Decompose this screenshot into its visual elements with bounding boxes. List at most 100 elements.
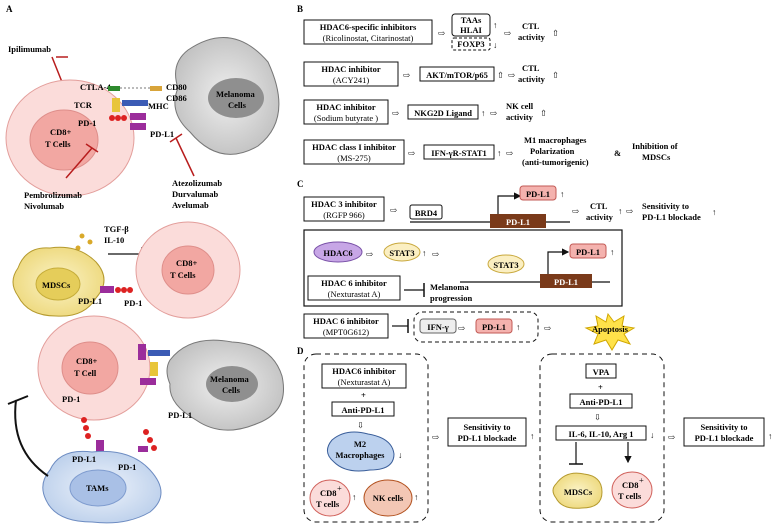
b-row3-title: HDAC inhibitor — [316, 102, 375, 112]
tgfb-label: TGF-β — [104, 224, 129, 234]
pembrolizumab-label: Pembrolizumab — [24, 190, 82, 200]
svg-text:⇨: ⇨ — [403, 70, 410, 80]
svg-text:↑: ↑ — [560, 189, 564, 199]
mhc-label: MHC — [148, 101, 169, 111]
d-cd8-sup: + — [337, 483, 342, 493]
atezolizumab-label: Atezolizumab — [172, 178, 222, 188]
c-row3-sub: (MPT0G612) — [323, 327, 369, 337]
c-row2-sub: (Nexturastat A) — [328, 289, 381, 299]
tcr-label: TCR — [74, 100, 93, 110]
pdl1-label-top: PD-L1 — [150, 129, 174, 139]
c-row1-title: HDAC 3 inhibitor — [311, 199, 377, 209]
il10-label: IL-10 — [104, 235, 124, 245]
c-apoptosis: Apoptosis — [592, 324, 629, 334]
c-hdac6-frame — [303, 229, 623, 307]
b-nkg2d: NKG2D Ligand — [414, 108, 472, 118]
b-ctl-2: CTL — [522, 63, 540, 73]
c-row3-box — [303, 313, 389, 339]
c-row2-box — [307, 275, 401, 301]
svg-text:⇨: ⇨ — [490, 108, 497, 118]
b-m1-2: Polarization — [530, 146, 575, 156]
c-melanoma-1: Melanoma — [430, 282, 469, 292]
tam-inhibit-arc — [14, 399, 49, 477]
pdl1-label-bottom: PD-L1 — [168, 410, 192, 420]
svg-text:↑: ↑ — [530, 431, 534, 441]
d-il6-box — [555, 425, 647, 441]
b-row2-sub: (ACY241) — [333, 75, 370, 85]
durvalumab-label: Durvalumab — [172, 189, 219, 199]
d-right-frame — [539, 353, 665, 523]
b-activity-3: activity — [506, 112, 534, 122]
svg-text:⇨: ⇨ — [508, 70, 515, 80]
c-stat3-2: STAT3 — [493, 260, 518, 270]
d-vpa: VPA — [593, 367, 611, 377]
panel-d-label: D — [297, 346, 304, 356]
d-mdscs: MDSCs — [564, 487, 593, 497]
d-r-anti: Anti-PD-L1 — [580, 397, 623, 407]
d-l-anti: Anti-PD-L1 — [342, 405, 385, 415]
c-ifng-box — [419, 318, 457, 334]
svg-text:↓: ↓ — [398, 450, 402, 460]
c-brd4-box — [409, 204, 443, 220]
c-stat3: STAT3 — [389, 248, 414, 258]
d-l-title: HDAC6 inhibitor — [332, 366, 396, 376]
svg-text:↑: ↑ — [712, 207, 716, 217]
svg-text:⇧: ⇧ — [552, 70, 559, 80]
tcr-receptor — [112, 98, 120, 112]
pd1-label-top: PD-1 — [78, 118, 96, 128]
c-row3-title: HDAC 6 inhibitor — [313, 316, 379, 326]
ctla4-receptor — [108, 86, 120, 91]
svg-text:⇩: ⇩ — [357, 420, 364, 430]
mhc-complex — [122, 100, 148, 106]
svg-text:↑: ↑ — [352, 492, 356, 502]
svg-text:↑: ↑ — [610, 247, 614, 257]
svg-text:⇨: ⇨ — [366, 249, 373, 259]
svg-text:⇧: ⇧ — [552, 28, 559, 38]
melanoma-cells-label-bottom: Cells — [222, 385, 241, 395]
c-pdl1-protein — [519, 185, 557, 201]
svg-text:↑: ↑ — [422, 248, 426, 258]
mdscs-label: MDSCs — [42, 280, 71, 290]
b-row2-box — [303, 61, 399, 87]
c-pdl1-gene-2 — [540, 274, 592, 288]
d-l-anti-box — [331, 401, 395, 417]
melanoma-top-nucleus — [208, 78, 264, 118]
b-row3-box — [303, 99, 389, 125]
b-row3-sub: (Sodium butyrate ) — [314, 113, 378, 123]
svg-text:↑: ↑ — [481, 108, 485, 118]
b-ifn-stat1: IFN-γR-STAT1 — [431, 148, 487, 158]
pd1-label-mdsc: PD-1 — [124, 298, 142, 308]
pdl1-label-mdsc: PD-L1 — [78, 296, 102, 306]
t-cells-label-top: T Cells — [45, 139, 71, 149]
svg-text:⇨: ⇨ — [626, 206, 633, 216]
c-sens-2: PD-L1 blockade — [642, 212, 701, 222]
svg-text:⇨: ⇨ — [504, 28, 511, 38]
svg-text:⇨: ⇨ — [408, 148, 415, 158]
b-foxp3: FOXP3 — [457, 39, 484, 49]
t-cells-label-mid: T Cells — [170, 270, 196, 280]
cd8-t-cell-top-nucleus — [29, 109, 99, 171]
pdl1-ligand-top — [130, 113, 146, 120]
b-row2-title: HDAC inhibitor — [321, 64, 380, 74]
c-apoptosis-burst — [584, 312, 636, 351]
cd80-label: CD80 — [166, 82, 187, 92]
b-row1-sub: (Ricolinostat, Citarinostat) — [323, 33, 414, 43]
c-activity: activity — [586, 212, 614, 222]
svg-text:⇧: ⇧ — [540, 108, 547, 118]
svg-text:↑: ↑ — [618, 206, 622, 216]
c-melanoma-2: progression — [430, 293, 472, 303]
svg-text:↑: ↑ — [768, 431, 772, 441]
d-m2-macrophage — [327, 431, 395, 472]
svg-text:↓: ↓ — [493, 40, 497, 50]
panel-b-label: B — [297, 4, 303, 14]
melanoma-label-top: Melanoma — [216, 89, 255, 99]
panel-c-label: C — [297, 179, 304, 189]
b-m1-3: (anti-tumorigenic) — [522, 157, 589, 167]
svg-text:⇨: ⇨ — [458, 323, 465, 333]
d-nk: NK cells — [373, 493, 404, 503]
b-hlai: HLAI — [460, 25, 482, 35]
c-pdl1-gene — [490, 214, 546, 228]
svg-text:⇨: ⇨ — [432, 432, 439, 442]
